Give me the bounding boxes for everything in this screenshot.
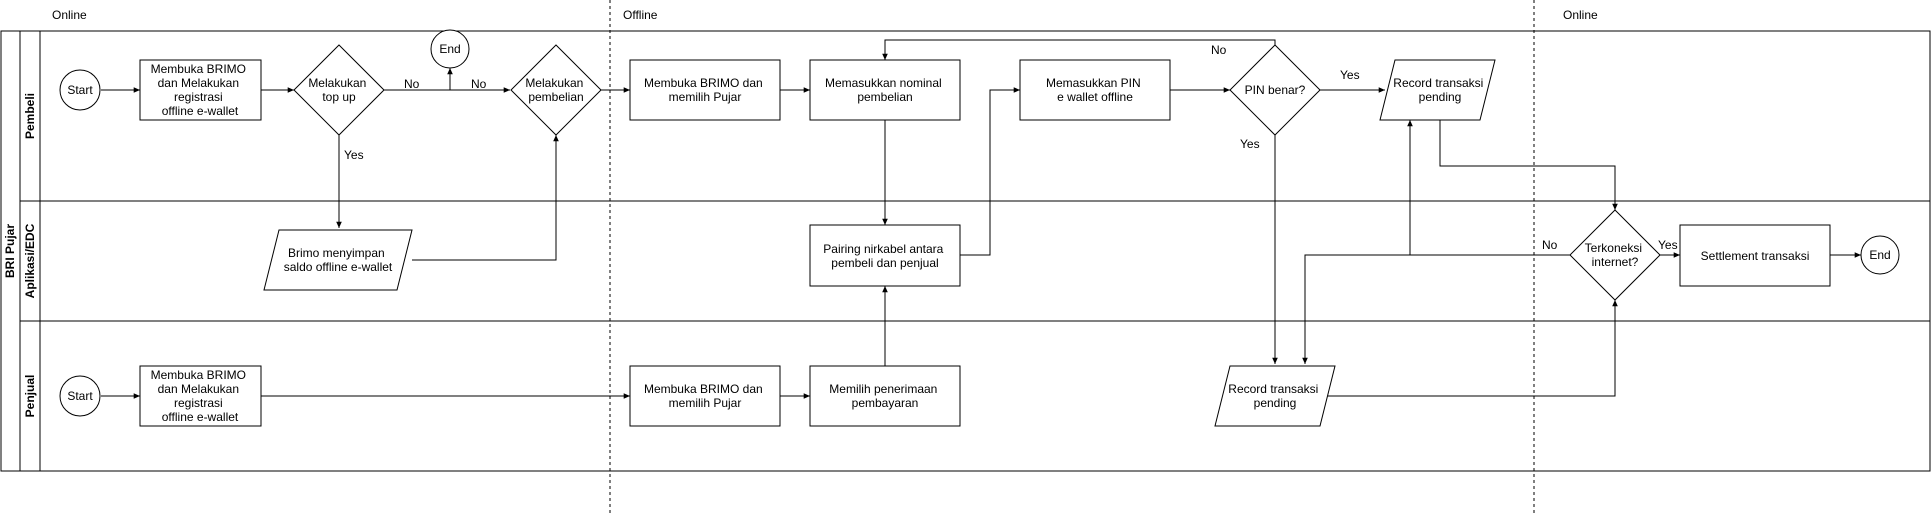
phase-label-online-left: Online	[52, 8, 87, 22]
record-pending-penjual-label: Record transaksi pending	[1228, 382, 1321, 410]
pin-benar-label: PIN benar?	[1245, 83, 1306, 97]
melakukan-pembelian-decision: Melakukan pembelian	[510, 44, 602, 136]
buka-pujar-penjual-label: Membuka BRIMO dan memilih Pujar	[644, 382, 766, 410]
terkoneksi-decision: Terkoneksi internet?	[1569, 209, 1661, 301]
pin-benar-decision: PIN benar?	[1229, 44, 1321, 136]
lane-title-aplikasi: Aplikasi/EDC	[23, 223, 37, 298]
connector	[960, 87, 1020, 256]
buka-pujar-pembeli-box: Membuka BRIMO dan memilih Pujar	[629, 59, 781, 121]
brimo-menyimpan-label: Brimo menyimpan saldo offline e-wallet	[284, 246, 393, 274]
lane-title-penjual: Penjual	[23, 375, 37, 418]
connector	[882, 39, 1276, 60]
edge-label-internet-no: No	[1542, 238, 1558, 252]
end-right-label: End	[1869, 248, 1890, 262]
memilih-penerimaan-box: Memilih penerimaan pembayaran	[809, 365, 961, 427]
buka-pujar-penjual-box: Membuka BRIMO dan memilih Pujar	[629, 365, 781, 427]
connector	[1439, 120, 1618, 210]
melakukan-pembelian-label: Melakukan pembelian	[525, 76, 586, 104]
buka-registrasi-penjual-label: Membuka BRIMO dan Melakukan registrasi o…	[151, 368, 250, 424]
masukkan-pin-box: Memasukkan PIN e wallet offline	[1019, 59, 1171, 121]
phase-label-offline: Offline	[623, 8, 658, 22]
pairing-label: Pairing nirkabel antara pembeli dan penj…	[823, 242, 946, 270]
melakukan-top-up-label: Melakukan top up	[308, 76, 369, 104]
terkoneksi-label: Terkoneksi internet?	[1585, 241, 1646, 269]
edge-label-internet-yes: Yes	[1658, 238, 1678, 252]
buka-pujar-pembeli-label: Membuka BRIMO dan memilih Pujar	[644, 76, 766, 104]
end-top-label: End	[439, 42, 460, 56]
settlement-label: Settlement transaksi	[1701, 249, 1810, 263]
brimo-menyimpan: Brimo menyimpan saldo offline e-wallet	[263, 229, 413, 291]
phase-label-online-right: Online	[1563, 8, 1598, 22]
start-pembeli-label: Start	[67, 83, 93, 97]
settlement-box: Settlement transaksi	[1679, 224, 1831, 287]
end-right: End	[1860, 235, 1900, 275]
pool-title: BRI Pujar	[3, 224, 17, 278]
edge-label-topup-yes: Yes	[344, 148, 364, 162]
record-pending-penjual: Record transaksi pending	[1214, 365, 1336, 427]
start-penjual-label: Start	[67, 389, 93, 403]
lane-title-pembeli: Pembeli	[23, 93, 37, 139]
connector	[1302, 254, 1570, 364]
buka-registrasi-penjual-box: Membuka BRIMO dan Melakukan registrasi o…	[139, 365, 262, 427]
connector	[412, 135, 559, 261]
edge-label-topup-no: No	[404, 77, 420, 91]
record-pending-pembeli: Record transaksi pending	[1379, 59, 1496, 121]
masukkan-nominal-box: Memasukkan nominal pembelian	[809, 59, 961, 121]
record-pending-pembeli-label: Record transaksi pending	[1393, 76, 1486, 104]
connectors	[101, 39, 1861, 399]
connector	[1325, 300, 1618, 397]
edge-label-pin-yes-down: Yes	[1240, 137, 1260, 151]
edge-label-pin-no: No	[1211, 43, 1227, 57]
edge-label-pin-yes-right: Yes	[1340, 68, 1360, 82]
start-penjual: Start	[59, 375, 101, 417]
edge-label-pembelian-no: No	[471, 77, 487, 91]
masukkan-nominal-label: Memasukkan nominal pembelian	[825, 76, 945, 104]
pairing-box: Pairing nirkabel antara pembeli dan penj…	[809, 224, 961, 287]
memilih-penerimaan-label: Memilih penerimaan pembayaran	[829, 382, 940, 410]
buka-registrasi-pembeli-label: Membuka BRIMO dan Melakukan registrasi o…	[151, 62, 250, 118]
start-pembeli: Start	[59, 69, 101, 111]
buka-registrasi-pembeli-box: Membuka BRIMO dan Melakukan registrasi o…	[139, 59, 262, 121]
melakukan-top-up-decision: Melakukan top up	[293, 44, 385, 136]
end-top: End	[430, 29, 470, 69]
masukkan-pin-label: Memasukkan PIN e wallet offline	[1046, 76, 1144, 104]
